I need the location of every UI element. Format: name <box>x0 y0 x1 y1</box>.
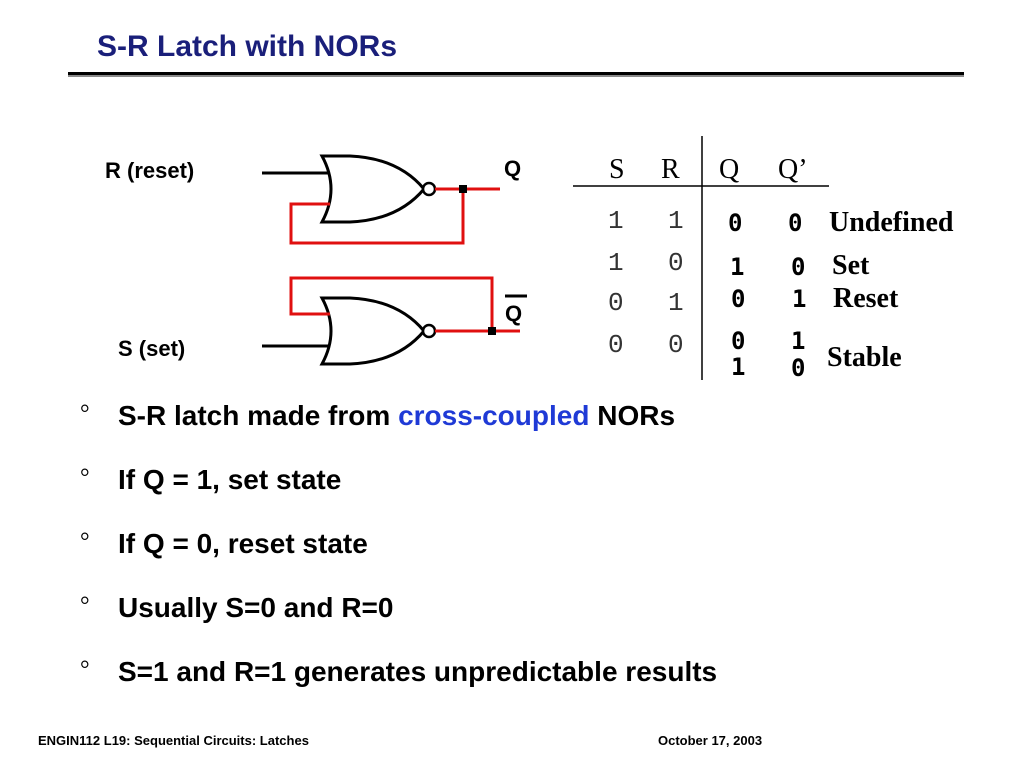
bullet-text: S-R latch made from cross-coupled NORs <box>118 398 675 434</box>
row4-qprime-alt: 0 <box>791 354 805 382</box>
bullet-marker: ° <box>80 593 90 619</box>
row4-q: 0 <box>731 327 745 355</box>
bullet-text: If Q = 1, set state <box>118 464 342 495</box>
row3-q: 0 <box>731 285 745 313</box>
bullet-marker: ° <box>80 401 90 427</box>
row4-s: 0 <box>608 330 624 360</box>
row3-r: 1 <box>668 288 684 318</box>
junction-dot-qbar <box>488 327 496 335</box>
row2-s: 1 <box>608 248 624 278</box>
table-header-qprime: Q’ <box>778 154 808 185</box>
row2-q: 1 <box>730 253 744 281</box>
row2-r: 0 <box>668 248 684 278</box>
title-underline <box>68 72 964 75</box>
bullet-marker: ° <box>80 529 90 555</box>
input-r-label: R (reset) <box>105 158 194 183</box>
row3-note: Reset <box>833 283 899 314</box>
bullet-text: S=1 and R=1 generates unpredictable resu… <box>118 656 718 687</box>
row2-qprime: 0 <box>791 253 805 281</box>
bullet-text: If Q = 0, reset state <box>118 528 368 559</box>
row1-qprime: 0 <box>788 209 802 237</box>
input-s-label: S (set) <box>118 336 185 361</box>
bullet-text-part: S-R latch made from <box>118 400 399 431</box>
footer-course-label: ENGIN112 L19: Sequential Circuits: Latch… <box>38 733 309 748</box>
row3-qprime: 1 <box>792 285 806 313</box>
truth-table: S R Q Q’ 1 1 0 0 Undefined 1 0 1 0 Set 0… <box>573 136 954 382</box>
row1-note: Undefined <box>829 207 954 238</box>
output-q-label: Q <box>504 156 521 181</box>
row1-q: 0 <box>728 209 742 237</box>
row4-q-alt: 1 <box>731 353 745 381</box>
slide-title: S-R Latch with NORs <box>97 30 398 63</box>
bullet-text-part: NORs <box>589 400 676 431</box>
footer-date: October 17, 2003 <box>658 733 763 748</box>
table-header-q: Q <box>719 154 739 185</box>
bullet-marker: ° <box>80 657 90 683</box>
feedback-wire-qbar-to-upper <box>289 276 494 331</box>
row4-qprime: 1 <box>791 327 805 355</box>
output-qbar-label: Q <box>505 301 522 326</box>
row1-r: 1 <box>668 206 684 236</box>
table-header-r: R <box>661 154 680 185</box>
row2-note: Set <box>832 250 870 281</box>
nor-gate-lower <box>319 296 437 366</box>
nor-gate-upper <box>319 154 437 224</box>
row4-r: 0 <box>668 330 684 360</box>
bullet-marker: ° <box>80 465 90 491</box>
bullet-text: Usually S=0 and R=0 <box>118 592 394 623</box>
row4-note: Stable <box>827 342 902 373</box>
row3-s: 0 <box>608 288 624 318</box>
table-header-s: S <box>609 154 625 185</box>
junction-dot-q <box>459 185 467 193</box>
bullet-accent-text: cross-coupled <box>398 400 590 431</box>
row1-s: 1 <box>608 206 624 236</box>
feedback-wire-q-to-lower <box>289 189 465 245</box>
